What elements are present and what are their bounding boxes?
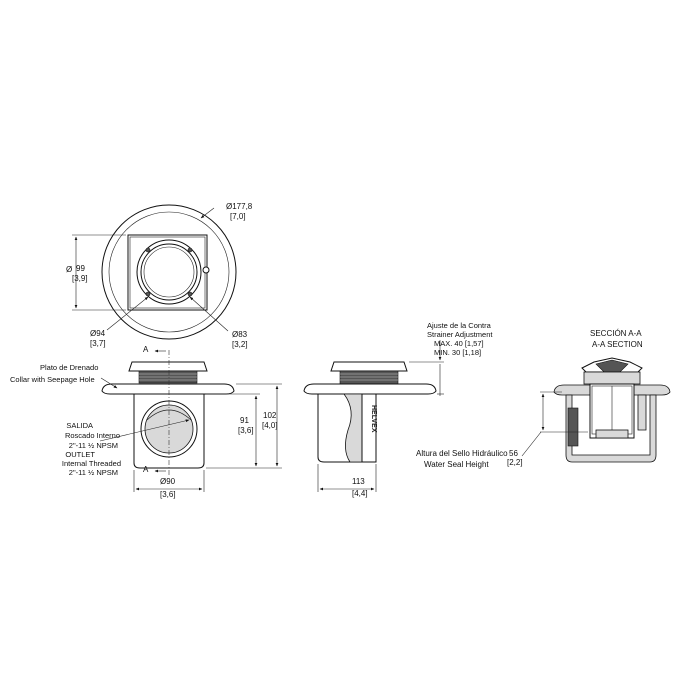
dim-square-prefix: Ø: [66, 265, 72, 274]
strainer-ring-core: [143, 246, 195, 298]
outlet-es-1: SALIDA: [66, 421, 93, 430]
adjust-label-es: Ajuste de la Contra: [427, 321, 492, 330]
section-title-es: SECCIÓN A-A: [590, 329, 642, 338]
seal-label-es: Altura del Sello Hidráulico: [416, 449, 508, 458]
section-mark-top: A: [143, 345, 149, 354]
seepage-hole-icon: [202, 266, 210, 274]
adjust-label-en: Strainer Adjustment: [427, 330, 493, 339]
dim-height-102: 102: [263, 411, 277, 420]
screw-icon: [145, 247, 151, 253]
square-strainer: [127, 234, 208, 311]
dim-right-dia: Ø83: [232, 330, 248, 339]
outlet-en-2: Internal Threaded: [62, 459, 121, 468]
max-label: MAX. 40 [1,57]: [434, 339, 484, 348]
dim-outer-dia: Ø177,8: [226, 202, 253, 211]
collar-flange: [101, 383, 235, 395]
dim-bottom-dia: Ø90: [160, 477, 176, 486]
dia-94-leader: [106, 296, 149, 331]
top-view: Ø177,8 [7,0] Ø 99 [3,9] Ø94 [3,7] Ø83 [3…: [66, 202, 253, 349]
section-lip: [637, 394, 647, 431]
collar-label-es: Plato de Drenado: [40, 363, 98, 372]
dim-height-91: 91: [240, 416, 249, 425]
section-cup-bottom: [595, 429, 629, 439]
screw-icon: [145, 291, 151, 297]
seal-value-in: [2,2]: [507, 458, 523, 467]
seal-leader: [521, 431, 542, 457]
dim-right-dia-in: [3,2]: [232, 340, 248, 349]
screw-icon: [187, 247, 193, 253]
dim-square: 99: [76, 264, 85, 273]
strainer-ring-inner: [140, 243, 198, 301]
section-strainer-thread: [583, 371, 641, 385]
dim-bottom-dia-in: [3,6]: [160, 490, 176, 499]
outlet-es-2: Roscado Interno: [65, 431, 120, 440]
section-title-en: A-A SECTION: [592, 340, 643, 349]
strainer-cap: [128, 361, 208, 372]
outlet-label: SALIDA Roscado Interno 2"-11 ½ NPSM OUTL…: [62, 421, 121, 477]
collar-leader: [100, 377, 118, 389]
collar-flange: [303, 383, 437, 395]
outlet-en-1: OUTLET: [65, 450, 95, 459]
outlet-es-3: 2"-11 ½ NPSM: [69, 441, 118, 450]
section-thread: [567, 407, 579, 447]
dim-height-91-in: [3,6]: [238, 426, 254, 435]
section-strainer-core: [595, 359, 629, 373]
collar-label-en: Collar with Seepage Hole: [10, 375, 95, 384]
outer-dia-leader: [200, 207, 215, 219]
dim-width-in: [4,4]: [352, 489, 368, 498]
min-label: MIN. 30 [1,18]: [434, 348, 481, 357]
outer-flange-circle: [101, 204, 237, 340]
outlet-leader: [99, 419, 190, 442]
dia-83-leader: [189, 296, 229, 332]
strainer-ring-outer: [136, 239, 202, 305]
dim-left-dia: Ø94: [90, 329, 106, 338]
strainer-cap: [330, 361, 408, 372]
side-outlet-face: [361, 393, 377, 463]
dim-outer-dia-in: [7,0]: [230, 212, 246, 221]
dim-height-102-in: [4,0]: [262, 421, 278, 430]
outlet-en-3: 2"-11 ½ NPSM: [69, 468, 118, 477]
screw-icon: [187, 291, 193, 297]
section-view: SECCIÓN A-A A-A SECTION Altura del Sello…: [416, 329, 671, 469]
front-view: A A Plato de Drenado Collar with Seepage…: [10, 345, 282, 499]
dim-square-in: [3,9]: [72, 274, 88, 283]
side-view: HELVEX Ajuste de la Contra Strainer Adju…: [303, 321, 493, 498]
strainer-thread: [339, 370, 399, 385]
dim-left-dia-in: [3,7]: [90, 339, 106, 348]
flange-inner-circle: [108, 211, 230, 333]
seal-value: 56: [509, 449, 518, 458]
brand-text: HELVEX: [370, 405, 377, 433]
section-body-wall: [565, 394, 657, 463]
dim-width: 113: [352, 477, 365, 486]
section-mark-bottom: A: [143, 465, 149, 474]
seal-label-en: Water Seal Height: [424, 460, 489, 469]
